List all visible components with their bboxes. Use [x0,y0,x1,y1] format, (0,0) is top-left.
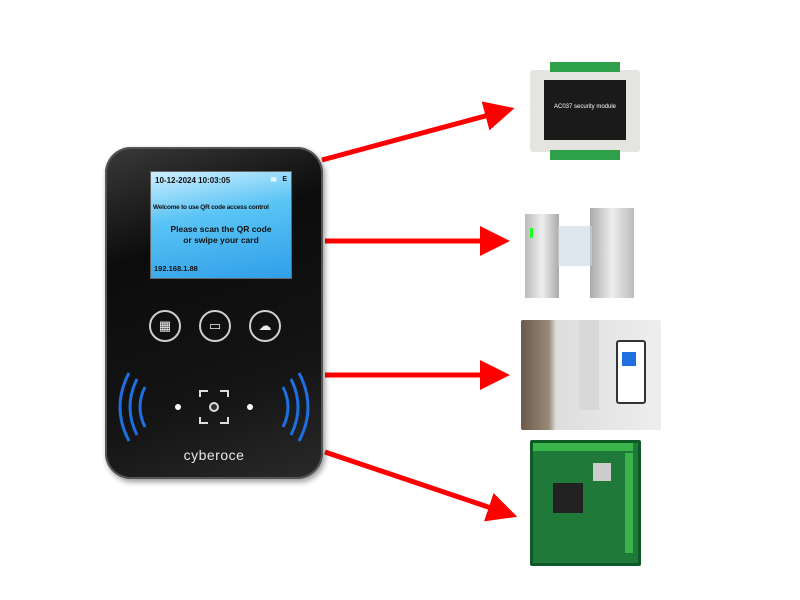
screen-prompt-line2: or swipe your card [183,235,259,245]
screen-prompt-line1: Please scan the QR code [170,224,272,234]
cloud-icon[interactable]: ☁ [249,310,281,342]
device-screen: 10-12-2024 10:03:05 ≋ E Welcome to use Q… [150,171,292,279]
qr-scanner-camera-icon [199,390,229,424]
qr-access-reader-device: 10-12-2024 10:03:05 ≋ E Welcome to use Q… [105,147,323,479]
arrow-to-board [324,449,518,522]
card-swipe-icon[interactable]: ▭ [199,310,231,342]
screen-welcome: Welcome to use QR code access control [153,204,269,211]
wifi-icon: ≋ [270,175,277,184]
screen-ip: 192.168.1.88 [154,264,198,273]
arrow-to-security-module [321,101,515,163]
brand-logo: cyberoce [183,447,245,463]
access-control-board-image [530,440,641,566]
nfc-right-icon [281,372,310,442]
led-left [175,404,181,410]
screen-status-letter: E [282,176,287,183]
module-label: AC037 security module [553,104,617,110]
qr-code-icon[interactable]: ▦ [149,310,181,342]
led-right [247,404,253,410]
elevator-qr-reader-image [521,320,661,430]
security-module-image: AC037 security module [530,62,640,160]
screen-datetime: 10-12-2024 10:03:05 [155,176,231,185]
turnstile-image [520,200,650,300]
nfc-left-icon [118,372,147,442]
nfc-and-camera [118,372,310,442]
